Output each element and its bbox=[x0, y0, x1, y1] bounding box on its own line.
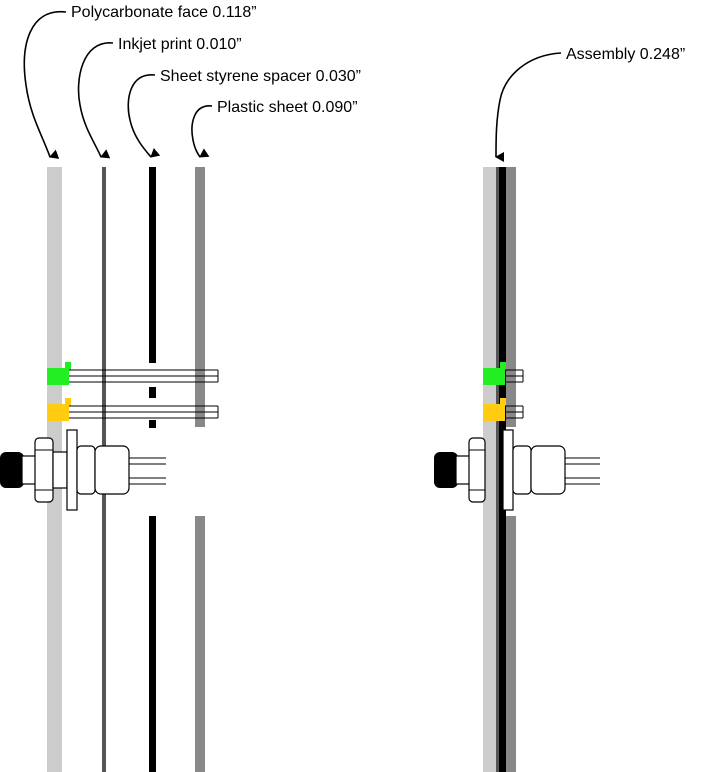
switch-knob bbox=[0, 452, 24, 488]
assembly-switch-plunger bbox=[455, 455, 471, 485]
assembly-switch-knob bbox=[434, 452, 458, 488]
assembly-switch-washer bbox=[502, 429, 514, 511]
assembly-green-led-tab bbox=[500, 362, 506, 370]
assembly-yellow-led-tab bbox=[500, 398, 506, 406]
switch-washer bbox=[66, 429, 78, 511]
arrow-spacer bbox=[127, 74, 161, 158]
assembly-plastic-bottom bbox=[506, 516, 516, 772]
arrow-plastic bbox=[191, 105, 213, 158]
assembly-yellow-led bbox=[483, 404, 505, 421]
assembly-push-button-switch bbox=[434, 429, 600, 511]
label-polycarbonate: Polycarbonate face 0.118” bbox=[71, 4, 257, 21]
label-plastic: Plastic sheet 0.090” bbox=[217, 99, 358, 116]
assembly-plastic-top bbox=[506, 167, 516, 427]
switch-nut bbox=[34, 437, 54, 503]
switch-bushing bbox=[52, 451, 68, 489]
arrow-assembly bbox=[495, 52, 562, 163]
assembly-switch-collar bbox=[512, 445, 532, 495]
spacer-layer-mid2 bbox=[149, 420, 156, 428]
spacer-layer-top bbox=[149, 167, 156, 363]
assembly-inkjet bbox=[496, 167, 499, 772]
plastic-layer-bottom bbox=[195, 516, 205, 772]
green-led bbox=[47, 368, 69, 385]
assembly-polycarbonate bbox=[483, 167, 496, 772]
label-assembly: Assembly 0.248” bbox=[566, 46, 685, 63]
yellow-led bbox=[47, 404, 69, 421]
switch-plunger bbox=[21, 455, 37, 485]
label-inkjet: Inkjet print 0.010” bbox=[118, 36, 242, 53]
spacer-layer-bottom bbox=[149, 516, 156, 772]
switch-collar bbox=[76, 445, 96, 495]
assembly-view bbox=[434, 167, 600, 772]
arrow-inkjet bbox=[77, 42, 114, 159]
yellow-led-tab bbox=[65, 398, 71, 406]
spacer-layer-mid bbox=[149, 387, 156, 398]
label-spacer: Sheet styrene spacer 0.030” bbox=[160, 68, 361, 85]
green-led-tab bbox=[65, 362, 71, 370]
switch-body bbox=[94, 445, 130, 495]
push-button-switch bbox=[0, 429, 166, 511]
plastic-layer-top bbox=[195, 167, 205, 427]
assembly-green-led bbox=[483, 368, 505, 385]
arrow-polycarbonate bbox=[23, 11, 67, 159]
assembly-switch-nut bbox=[468, 437, 486, 503]
exploded-view bbox=[0, 167, 219, 772]
assembly-switch-body bbox=[530, 445, 566, 495]
